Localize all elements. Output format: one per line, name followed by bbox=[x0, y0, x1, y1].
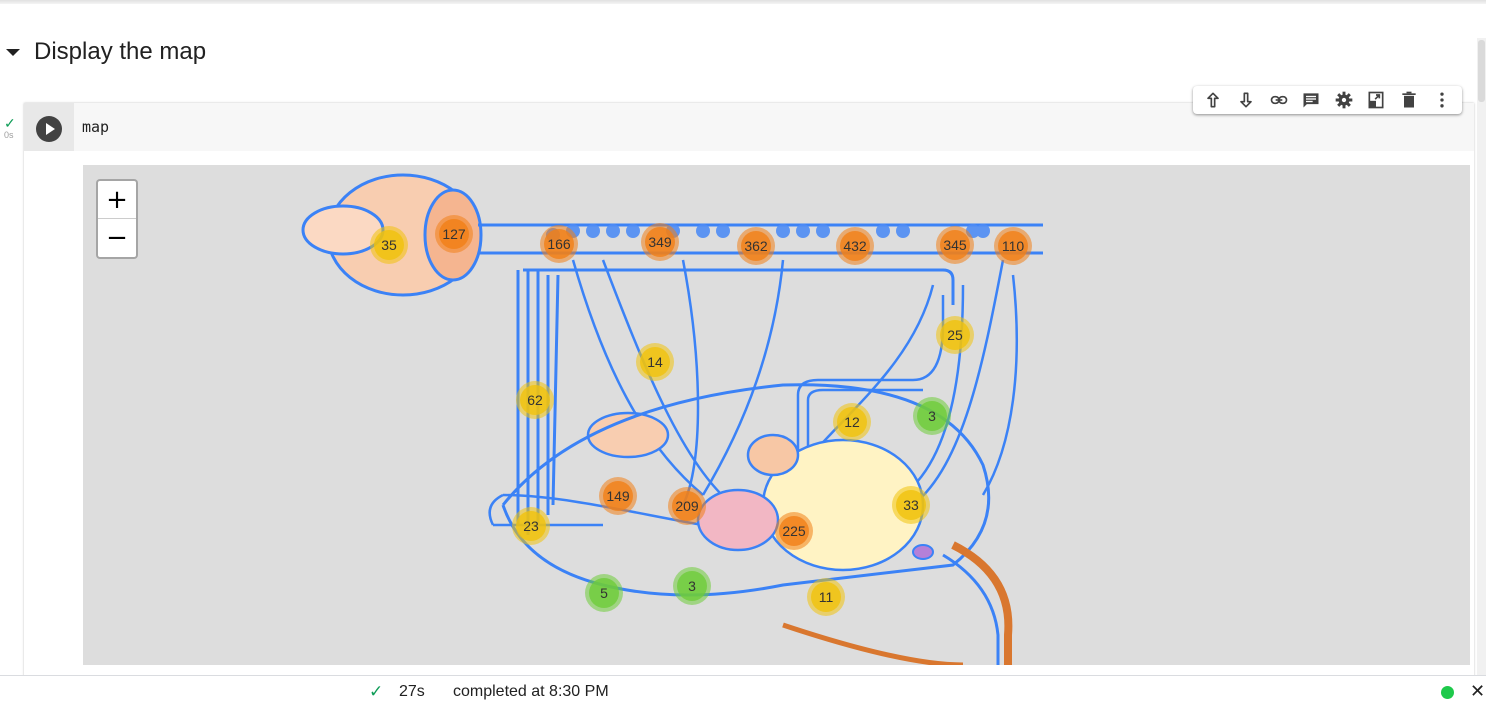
arrow-down-icon bbox=[1240, 92, 1252, 108]
cluster-count: 5 bbox=[589, 578, 619, 608]
gear-icon bbox=[1335, 91, 1353, 109]
cluster-count: 149 bbox=[603, 481, 633, 511]
tail bbox=[951, 541, 1013, 665]
nerve-fibers bbox=[488, 259, 1018, 530]
cluster-count: 166 bbox=[544, 229, 574, 259]
cluster-count: 432 bbox=[840, 231, 870, 261]
cluster-count: 14 bbox=[640, 347, 670, 377]
cluster-marker[interactable]: 12 bbox=[833, 403, 871, 441]
cluster-count: 11 bbox=[811, 582, 841, 612]
cluster-marker[interactable]: 23 bbox=[512, 507, 550, 545]
ganglia-chain bbox=[546, 224, 990, 242]
cluster-count: 349 bbox=[645, 227, 675, 257]
run-gutter bbox=[24, 103, 74, 151]
cluster-marker[interactable]: 5 bbox=[585, 574, 623, 612]
cluster-marker[interactable]: 209 bbox=[668, 487, 706, 525]
collapse-caret-icon[interactable] bbox=[6, 48, 20, 56]
check-icon: ✓ bbox=[4, 115, 16, 131]
comment-icon bbox=[1303, 93, 1319, 108]
more-options-button[interactable] bbox=[1429, 88, 1455, 112]
cluster-count: 33 bbox=[896, 490, 926, 520]
mirror-cell-icon bbox=[1368, 91, 1384, 109]
close-icon[interactable]: ✕ bbox=[1470, 681, 1486, 701]
cluster-marker[interactable]: 432 bbox=[836, 227, 874, 265]
move-up-button[interactable] bbox=[1200, 88, 1226, 112]
arrow-up-icon bbox=[1207, 92, 1220, 108]
zoom-in-button[interactable]: + bbox=[98, 181, 136, 219]
connection-status-dot bbox=[1441, 686, 1454, 699]
check-icon: ✓ bbox=[369, 682, 384, 701]
run-cell-button[interactable] bbox=[36, 116, 62, 142]
add-comment-button[interactable] bbox=[1298, 88, 1324, 112]
zoom-out-button[interactable]: − bbox=[106, 222, 128, 253]
cluster-count: 23 bbox=[516, 511, 546, 541]
cell-toolbar bbox=[1193, 86, 1462, 114]
cluster-marker[interactable]: 11 bbox=[807, 578, 845, 616]
cluster-count: 62 bbox=[520, 385, 550, 415]
cluster-count: 362 bbox=[741, 231, 771, 261]
cluster-marker[interactable]: 35 bbox=[370, 226, 408, 264]
link-icon bbox=[1270, 95, 1287, 105]
copy-link-button[interactable] bbox=[1266, 88, 1292, 112]
cluster-marker[interactable]: 225 bbox=[775, 512, 813, 550]
more-vert-icon bbox=[1440, 92, 1444, 108]
spinal-cord bbox=[478, 223, 1043, 535]
cluster-count: 127 bbox=[439, 219, 469, 249]
anatomical-flatmap bbox=[301, 173, 1043, 665]
cell-run-status: ✓ 0s bbox=[4, 116, 22, 140]
cluster-marker[interactable]: 110 bbox=[994, 227, 1032, 265]
top-divider bbox=[0, 0, 1486, 4]
delete-cell-button[interactable] bbox=[1396, 88, 1422, 112]
trash-icon bbox=[1402, 91, 1416, 108]
cluster-marker[interactable]: 166 bbox=[540, 225, 578, 263]
cluster-marker[interactable]: 3 bbox=[673, 567, 711, 605]
cluster-count: 3 bbox=[677, 571, 707, 601]
cluster-count: 12 bbox=[837, 407, 867, 437]
cluster-marker[interactable]: 3 bbox=[913, 397, 951, 435]
cluster-count: 3 bbox=[917, 401, 947, 431]
settings-button[interactable] bbox=[1331, 88, 1357, 112]
mirror-cell-button[interactable] bbox=[1363, 88, 1389, 112]
cluster-marker[interactable]: 349 bbox=[641, 223, 679, 261]
code-editor[interactable]: map bbox=[82, 118, 110, 136]
cluster-marker[interactable]: 33 bbox=[892, 486, 930, 524]
section-title: Display the map bbox=[34, 38, 207, 65]
cluster-marker[interactable]: 345 bbox=[936, 226, 974, 264]
cluster-count: 345 bbox=[940, 230, 970, 260]
cluster-count: 110 bbox=[998, 231, 1028, 261]
status-bar: ✓ 27s completed at 8:30 PM ✕ bbox=[0, 675, 1486, 709]
cluster-marker[interactable]: 14 bbox=[636, 343, 674, 381]
elapsed-time: 27s bbox=[399, 683, 425, 700]
cluster-marker[interactable]: 149 bbox=[599, 477, 637, 515]
cluster-marker[interactable]: 25 bbox=[936, 316, 974, 354]
zoom-control: + − bbox=[96, 179, 138, 259]
cell-duration: 0s bbox=[4, 130, 14, 140]
tail-lower bbox=[782, 622, 964, 665]
cluster-marker[interactable]: 362 bbox=[737, 227, 775, 265]
section-header[interactable]: Display the map bbox=[0, 30, 600, 74]
cluster-marker[interactable]: 127 bbox=[435, 215, 473, 253]
scrollbar[interactable] bbox=[1477, 38, 1486, 678]
cluster-count: 209 bbox=[672, 491, 702, 521]
scrollbar-thumb[interactable] bbox=[1478, 40, 1485, 102]
cluster-count: 225 bbox=[779, 516, 809, 546]
cluster-count: 35 bbox=[374, 230, 404, 260]
cluster-marker[interactable]: 62 bbox=[516, 381, 554, 419]
organs bbox=[586, 411, 934, 572]
move-down-button[interactable] bbox=[1233, 88, 1259, 112]
cluster-count: 25 bbox=[940, 320, 970, 350]
status-message: completed at 8:30 PM bbox=[453, 683, 609, 700]
